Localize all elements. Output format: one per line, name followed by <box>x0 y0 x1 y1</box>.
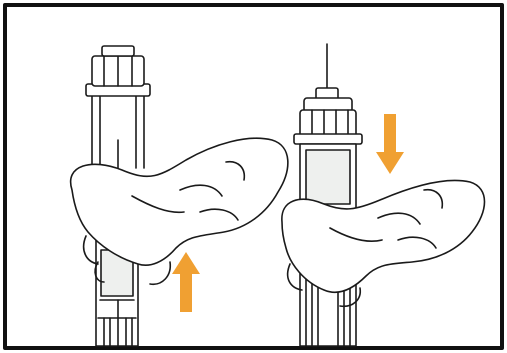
arrow-up-icon <box>172 252 200 312</box>
right-panel <box>281 43 486 347</box>
hand-right <box>281 179 486 308</box>
needle-hub <box>293 87 363 145</box>
pen-cap-left <box>85 45 151 171</box>
left-panel <box>69 45 289 347</box>
hand-left <box>69 137 289 286</box>
arrow-down-icon <box>376 114 404 174</box>
